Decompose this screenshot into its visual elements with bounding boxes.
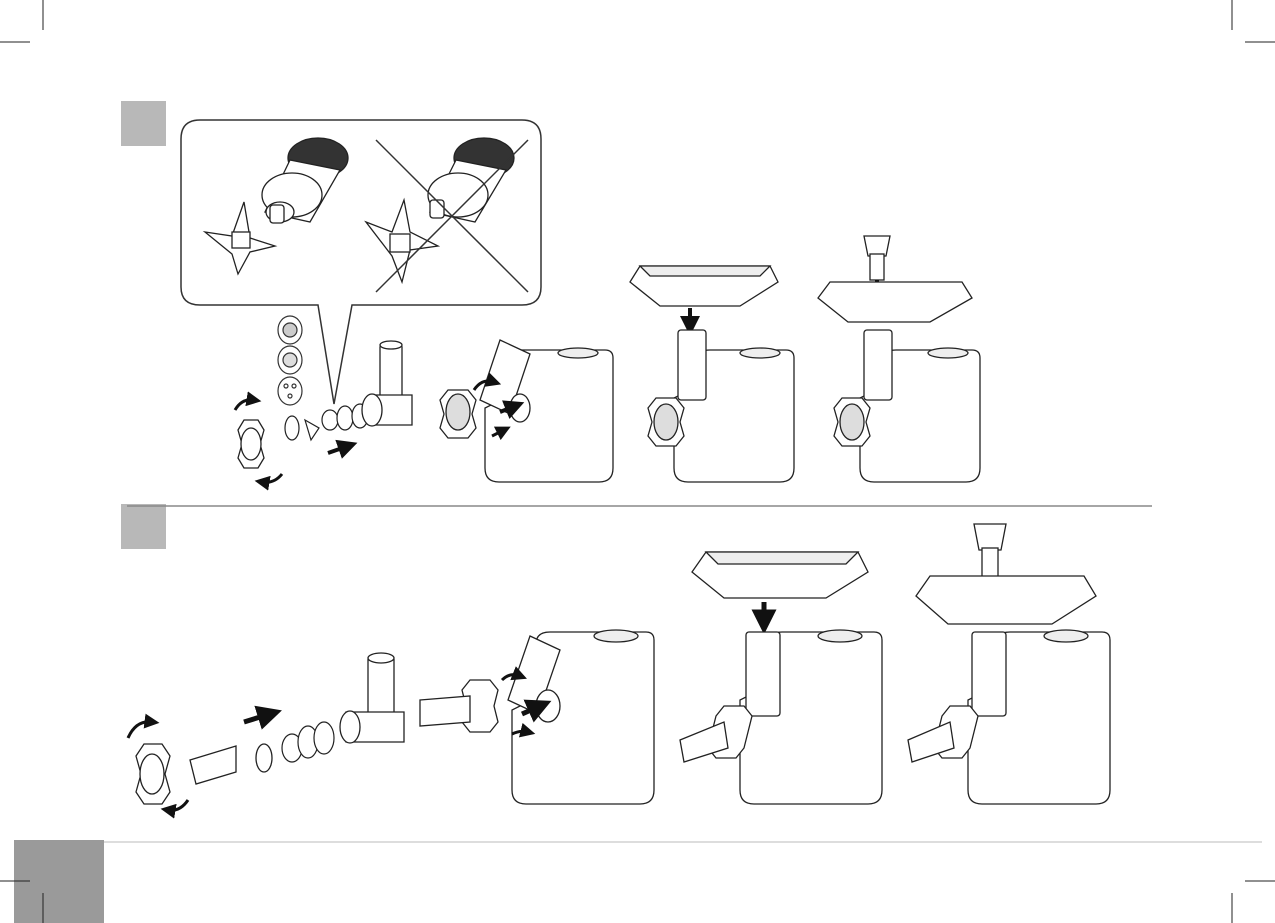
grinder-head-b2 [420,636,560,732]
auger-a [322,404,368,430]
grinding-disc-fine [278,316,302,344]
pusher-b4 [974,524,1006,582]
meat-tray-b4 [916,576,1096,624]
sausage-nozzle-b [190,746,236,784]
rotate-arrow-icon [128,722,152,738]
grinding-disc-medium [278,346,302,374]
grinding-plate-a [285,416,299,440]
pusher-a4 [864,236,890,280]
cutter-a [305,420,319,440]
spacer-disc-b [256,744,272,772]
locking-ring-b [136,744,170,804]
rotate-arrow-icon [262,474,282,482]
locking-ring-a [238,420,264,468]
arrow-icon [328,446,348,453]
auger-b [282,722,334,762]
arrow-icon [244,714,270,722]
meat-tray-a3 [630,266,778,306]
meat-tray-a4 [818,282,972,322]
meat-tray-b3 [692,552,868,598]
grinding-disc-coarse [278,377,302,405]
rotate-arrow-icon [235,400,254,410]
grinder-head-b [340,653,404,743]
grinder-head-a [362,341,412,426]
rotate-arrow-icon [168,800,188,810]
